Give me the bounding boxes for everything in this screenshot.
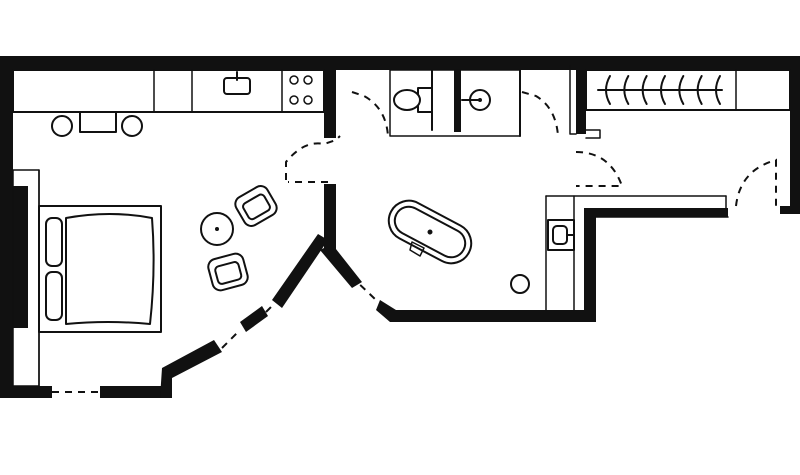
walls — [0, 56, 800, 398]
corridor-door — [575, 151, 624, 187]
dressing-ledge — [585, 129, 601, 139]
burner — [289, 95, 299, 105]
desk-group — [51, 111, 143, 137]
left-wall-upper — [0, 56, 13, 186]
pillow — [45, 217, 63, 267]
washbasin — [547, 219, 575, 251]
toilet — [393, 87, 433, 113]
bath-right-wall — [584, 208, 596, 322]
kitchen-counter — [12, 69, 325, 113]
bottom-wall-mid — [100, 386, 170, 398]
toilet-bowl — [393, 89, 421, 111]
hanger — [641, 75, 648, 105]
hanger — [678, 75, 685, 105]
stool — [510, 274, 530, 294]
bath-diagonal-wall — [320, 244, 362, 288]
wardrobe — [585, 69, 791, 111]
desk — [79, 111, 117, 133]
counter — [12, 69, 325, 113]
hanger — [605, 75, 611, 105]
curved-wall-2 — [240, 306, 268, 332]
shower-drain — [478, 98, 482, 102]
partition-upper — [324, 60, 336, 138]
bathroom-diagonal-door — [331, 257, 377, 301]
hob — [289, 75, 313, 105]
corridor-entry-door — [735, 158, 777, 207]
side-table — [200, 212, 234, 246]
dressing-wall-line — [569, 65, 577, 135]
corridor-stub-wall — [780, 206, 798, 214]
doors — [52, 91, 777, 393]
window-segment — [221, 329, 241, 349]
curved-wall-3 — [272, 234, 328, 308]
bathtub-faucet — [409, 241, 425, 257]
double-bed — [38, 205, 162, 333]
top-wall — [0, 56, 800, 70]
hanger — [696, 75, 703, 105]
bathtub — [387, 199, 473, 265]
interior-lines — [12, 65, 729, 387]
washbasin-bowl — [552, 225, 568, 245]
hanger — [660, 75, 666, 105]
curved-wall-1 — [160, 340, 222, 398]
bed-duvet — [65, 213, 155, 325]
armchair-seat — [214, 261, 243, 285]
pillow — [45, 271, 63, 321]
armchair — [234, 185, 278, 227]
burner — [303, 75, 313, 85]
side-table-leg — [215, 227, 219, 231]
corridor-bottom-wall — [584, 208, 728, 217]
dressing-partition — [576, 66, 586, 134]
desk-chair — [121, 115, 143, 137]
bathroom-fixtures — [387, 69, 575, 294]
bathroom-door — [351, 91, 389, 137]
armchair-seat — [242, 193, 271, 221]
left-wall-thick — [0, 186, 28, 328]
shower-partition — [454, 70, 461, 132]
hanger — [623, 75, 630, 105]
armchair — [207, 252, 249, 292]
bedroom-entry-door — [285, 135, 341, 180]
burner — [303, 95, 313, 105]
dressing-room-door — [521, 91, 559, 137]
left-wall-lower — [0, 328, 13, 398]
bottom-wall-left — [0, 386, 52, 398]
partition-lower — [324, 184, 336, 250]
kitchen-sink — [223, 71, 251, 95]
corridor-end-wall — [790, 62, 800, 214]
bathtub-drain — [427, 229, 433, 235]
bath-bottom-wall — [376, 300, 596, 322]
hanger — [715, 75, 721, 105]
hangers — [605, 75, 721, 105]
burner — [289, 75, 299, 85]
shower — [461, 89, 491, 111]
window-segment-2 — [265, 303, 275, 313]
desk-chair — [51, 115, 73, 137]
